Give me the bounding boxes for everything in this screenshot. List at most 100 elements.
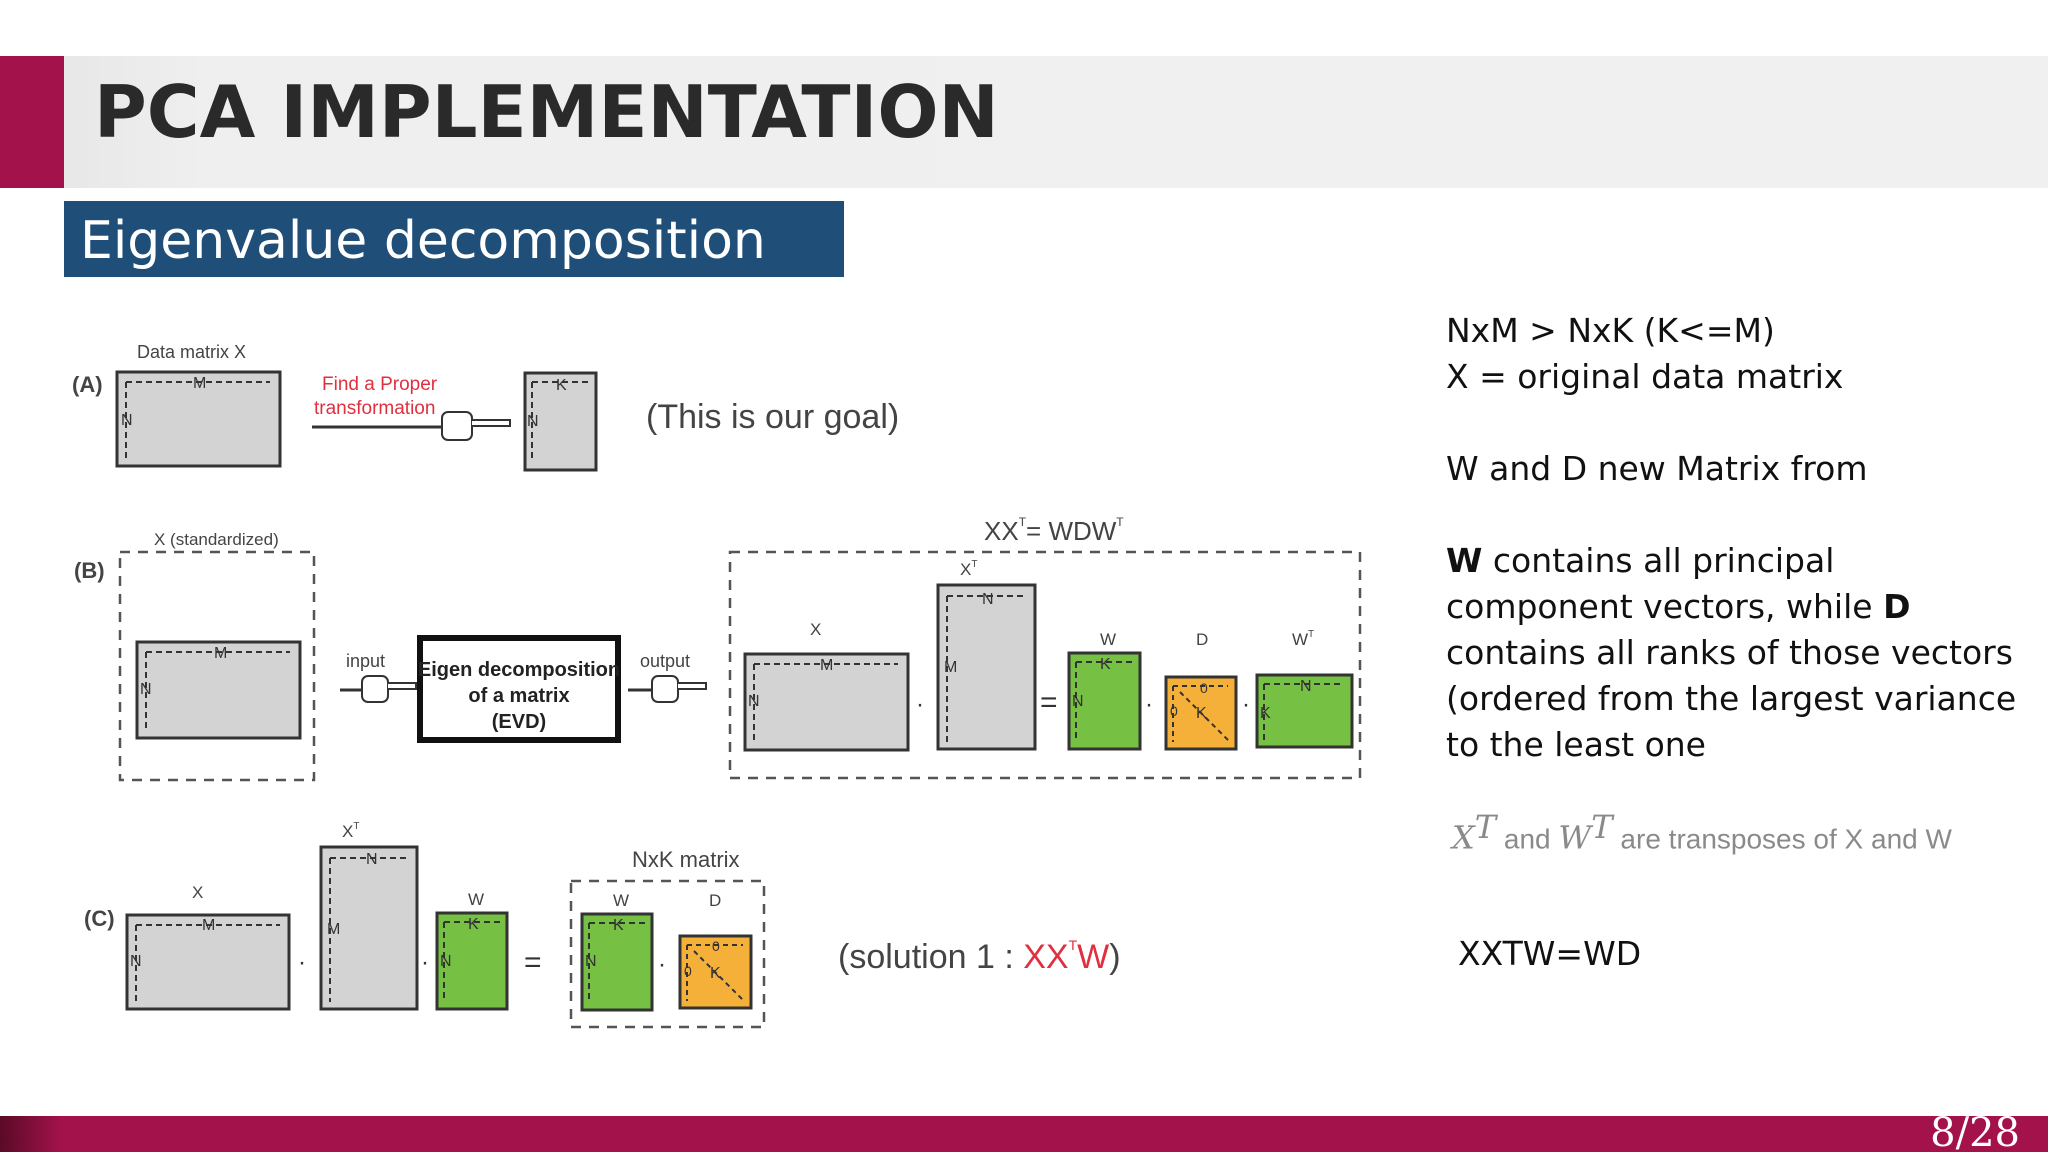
and-text: and <box>1496 823 1559 855</box>
evd-equation-lhs: XXT= WDWT <box>984 515 1124 546</box>
notes-line-2: X = original data matrix <box>1446 357 1844 396</box>
matrix-x-a <box>115 370 282 468</box>
matrix-w-b <box>1067 651 1142 751</box>
dot-operator: · <box>1145 691 1153 718</box>
row-b-label: (B) <box>74 558 105 583</box>
zero-label: 0 <box>1200 680 1208 696</box>
output-label: output <box>640 651 690 671</box>
dot-operator: · <box>1242 691 1250 718</box>
sup-t: T <box>1591 808 1613 846</box>
dim-m: M <box>193 375 206 392</box>
evd-result-dashed-box <box>728 550 1362 780</box>
dot-operator: · <box>916 691 924 718</box>
label-d: D <box>1196 630 1208 649</box>
dim-m: M <box>944 659 957 676</box>
matrix-wt-b-dims <box>1263 683 1344 740</box>
matrix-w-c-dims <box>443 921 500 1002</box>
label-d: D <box>709 891 721 910</box>
matrix-xt-c <box>319 845 419 1011</box>
matrix-x-c-dims <box>135 924 280 1003</box>
dim-n: N <box>527 413 539 430</box>
pointing-hand-icon <box>441 411 511 441</box>
sym-w: W <box>1558 818 1592 857</box>
equals-operator: = <box>524 946 542 979</box>
transform-text-1: Find a Proper <box>322 374 438 395</box>
slide-title: PCA IMPLEMENTATION <box>94 70 999 154</box>
nxk-matrix-label: NxK matrix <box>632 847 740 872</box>
dim-k: K <box>710 965 721 982</box>
sym-x: X <box>1452 818 1475 857</box>
label-w: W <box>613 891 629 910</box>
equation-text: XXTW=WD <box>1458 934 1642 973</box>
nxk-dashed-box <box>569 879 766 1029</box>
dot-operator: · <box>298 949 306 976</box>
label-xt: XT <box>342 821 359 841</box>
dim-n: N <box>982 591 994 608</box>
para-part-2: contains all ranks of those vectors (ord… <box>1446 633 2017 764</box>
evd-line-2: of a matrix <box>468 685 569 707</box>
label-x: X <box>810 620 821 639</box>
notes-line-3: W and D new Matrix from <box>1446 449 1868 488</box>
dim-m: M <box>820 657 833 674</box>
transposes-rest: are transposes of X and W <box>1612 823 1952 855</box>
matrix-xt-b-dims <box>946 595 1027 742</box>
evd-line-1: Eigen decomposition <box>418 659 620 681</box>
row-c-label: (C) <box>84 906 115 931</box>
dim-k: K <box>613 917 624 934</box>
notes-paragraph: W contains all principal component vecto… <box>1446 538 2026 768</box>
dim-n: N <box>1300 678 1312 695</box>
dot-operator: · <box>421 949 429 976</box>
dim-n: N <box>121 412 133 429</box>
matrix-d-c-dims <box>686 944 744 1001</box>
equals-operator: = <box>1040 686 1058 719</box>
matrix-x-a-dims <box>125 381 270 460</box>
goal-text: (This is our goal) <box>646 398 899 436</box>
notes-panel: NxM > NxK (K<=M) X = original data matri… <box>1446 308 2026 768</box>
notes-line-1: NxM > NxK (K<=M) <box>1446 311 1775 350</box>
zero-label: 0 <box>684 963 692 979</box>
matrix-w-c2-dims <box>588 922 645 1003</box>
notes-gap <box>1446 400 2026 446</box>
matrix-xt-b <box>936 583 1037 751</box>
label-xt: XT <box>960 559 977 579</box>
input-label: input <box>346 651 385 671</box>
para-part-1: contains all principal component vectors… <box>1446 541 1884 626</box>
bold-d: D <box>1883 587 1911 626</box>
dim-n: N <box>440 953 452 970</box>
pointing-hand-icon <box>651 675 707 703</box>
title-band <box>0 56 2048 188</box>
matrix-reduced-a <box>523 371 598 472</box>
dot-operator: · <box>658 951 666 978</box>
dim-n: N <box>585 953 597 970</box>
evd-line-3: (EVD) <box>492 711 546 733</box>
zero-label: 0 <box>712 938 720 954</box>
page-number: 8/28 <box>1930 1110 2020 1156</box>
matrix-w-b-dims <box>1075 661 1132 742</box>
matrix-wt-b <box>1255 673 1354 749</box>
dim-n: N <box>140 681 152 698</box>
matrix-x-b2 <box>743 652 910 752</box>
title-accent-bar <box>0 56 64 188</box>
notes-gap <box>1446 492 2026 538</box>
zero-label: 0 <box>1170 703 1178 719</box>
subtitle-box <box>64 201 844 277</box>
dim-n: N <box>366 851 378 868</box>
matrix-x-b <box>135 640 302 740</box>
std-dashed-box <box>118 550 316 782</box>
x-standardized-label: X (standardized) <box>154 530 279 549</box>
dim-m: M <box>214 645 227 662</box>
dim-n: N <box>748 693 760 710</box>
matrix-d-b-dims <box>1172 685 1229 742</box>
label-w: W <box>1100 630 1116 649</box>
bold-w: W <box>1446 541 1483 580</box>
dim-n: N <box>1072 693 1084 710</box>
evd-box <box>417 635 621 743</box>
transform-text-2: transformation <box>314 398 435 419</box>
dim-m: M <box>327 921 340 938</box>
sup-t: T <box>1474 808 1497 846</box>
matrix-xt-c-dims <box>329 857 410 1002</box>
dim-m: M <box>202 917 215 934</box>
dim-k: K <box>556 377 567 394</box>
dim-k: K <box>468 916 479 933</box>
